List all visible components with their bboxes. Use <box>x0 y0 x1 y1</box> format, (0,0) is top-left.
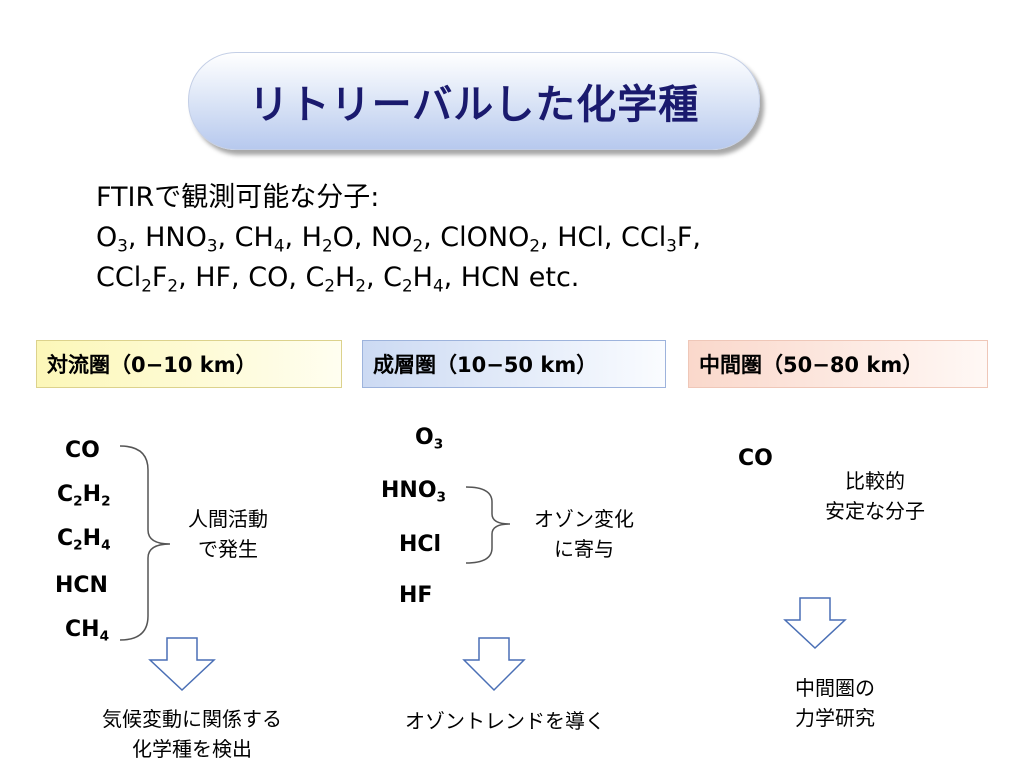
tropo-note-line: で発生 <box>198 537 258 561</box>
mesosphere-header: 中間圏（50−80 km） <box>688 340 988 388</box>
strato-conclusion: オゾントレンドを導く <box>380 706 630 736</box>
meso-conclusion-line: 力学研究 <box>795 706 875 730</box>
tropo-conclusion-line: 化学種を検出 <box>132 737 252 761</box>
strato-note-line: に寄与 <box>554 537 614 561</box>
tropo-bracket <box>119 445 171 641</box>
slide-title: リトリーバルした化学種 <box>248 82 700 128</box>
tropo-molecule: HCN <box>55 573 108 598</box>
strato-down-arrow-icon <box>462 637 526 692</box>
strato-conclusion-line: オゾントレンドを導く <box>405 709 605 733</box>
meso-conclusion: 中間圏の 力学研究 <box>770 673 900 733</box>
troposphere-header-label: 対流圏（0−10 km） <box>47 353 257 377</box>
tropo-molecule: C2H2 <box>57 482 111 510</box>
tropo-down-arrow-icon <box>148 637 216 692</box>
tropo-molecule: C2H4 <box>57 526 111 554</box>
stratosphere-header: 成層圏（10−50 km） <box>362 340 666 388</box>
tropo-molecule: CH4 <box>65 617 110 645</box>
tropo-note: 人間活動 で発生 <box>178 504 278 564</box>
tropo-molecule: CO <box>65 438 100 463</box>
title-banner: リトリーバルした化学種 <box>188 52 760 150</box>
troposphere-header: 対流圏（0−10 km） <box>36 340 342 388</box>
strato-note: オゾン変化 に寄与 <box>520 504 648 564</box>
tropo-conclusion: 気候変動に関係する 化学種を検出 <box>64 704 320 764</box>
strato-molecule: HCl <box>399 532 442 557</box>
meso-note: 比較的 安定な分子 <box>800 466 950 526</box>
intro-heading: FTIRで観測可能な分子: <box>96 182 380 213</box>
tropo-note-line: 人間活動 <box>188 507 268 531</box>
meso-note-line: 安定な分子 <box>825 499 925 523</box>
meso-molecule: CO <box>738 446 773 471</box>
meso-down-arrow-icon <box>783 597 847 650</box>
strato-note-line: オゾン変化 <box>534 507 634 531</box>
intro-block: FTIRで観測可能な分子: O3, HNO3, CH4, H2O, NO2, C… <box>96 178 701 298</box>
strato-molecule: HF <box>399 583 433 608</box>
strato-bracket <box>465 486 511 564</box>
meso-note-line: 比較的 <box>845 469 905 493</box>
tropo-conclusion-line: 気候変動に関係する <box>102 707 282 731</box>
mesosphere-header-label: 中間圏（50−80 km） <box>699 353 924 377</box>
meso-conclusion-line: 中間圏の <box>795 676 875 700</box>
intro-molecule-line-2: CCl2F2, HF, CO, C2H2, C2H4, HCN etc. <box>96 262 580 296</box>
intro-molecule-line-1: O3, HNO3, CH4, H2O, NO2, ClONO2, HCl, CC… <box>96 222 702 256</box>
strato-molecule: HNO3 <box>381 478 447 506</box>
strato-molecule: O3 <box>415 425 444 453</box>
stratosphere-header-label: 成層圏（10−50 km） <box>373 353 598 377</box>
